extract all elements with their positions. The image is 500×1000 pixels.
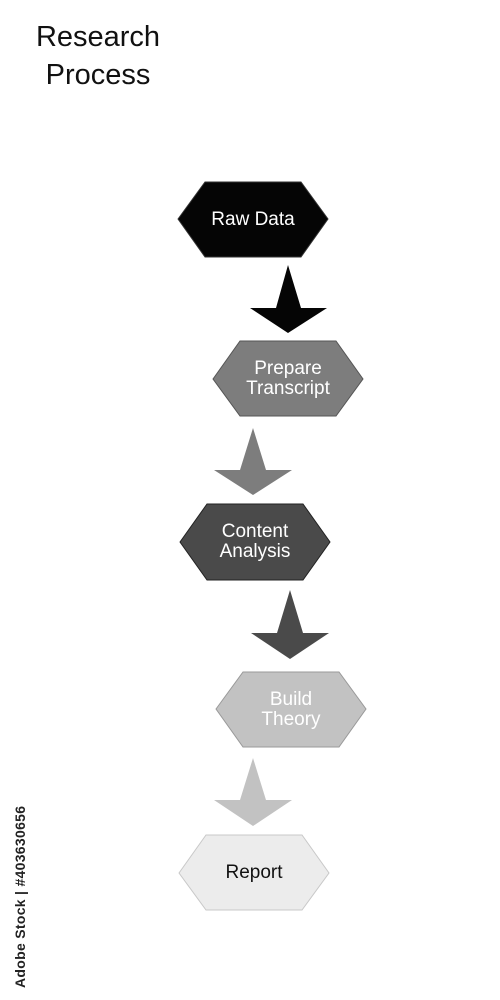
step-raw-data-label: Raw Data: [196, 182, 310, 257]
step-content-analysis-label: Content Analysis: [198, 504, 312, 580]
step-build-theory-shape: [215, 671, 367, 748]
step-raw-data-shape: [177, 181, 329, 258]
step-report-label: Report: [197, 835, 311, 910]
arrow-2: [214, 428, 292, 495]
step-content-analysis-shape: [179, 503, 331, 581]
page-title: Research Process: [0, 18, 196, 94]
step-prepare-transcript-label: Prepare Transcript: [231, 341, 345, 416]
step-build-text-2: Theory: [261, 708, 321, 730]
step-prepare-text-2: Transcript: [246, 377, 330, 399]
step-prepare-transcript-shape: [212, 340, 364, 417]
title-line-1: Research: [35, 21, 161, 53]
step-content-text-2: Analysis: [219, 541, 291, 562]
arrow-3: [251, 590, 329, 659]
step-raw-data-text: Raw Data: [211, 208, 295, 230]
step-build-theory-label: Build Theory: [234, 672, 348, 747]
step-prepare-text-1: Prepare: [254, 357, 322, 379]
watermark: Adobe Stock | #403630656: [0, 758, 36, 988]
step-build-text-1: Build: [269, 688, 313, 710]
arrow-4: [214, 758, 292, 826]
watermark-text: Adobe Stock | #403630656: [12, 805, 28, 988]
title-line-2: Process: [45, 59, 151, 91]
step-report-shape: [178, 834, 330, 911]
step-report-text: Report: [225, 861, 283, 883]
step-content-text-1: Content: [221, 521, 289, 542]
arrow-1: [250, 265, 327, 333]
